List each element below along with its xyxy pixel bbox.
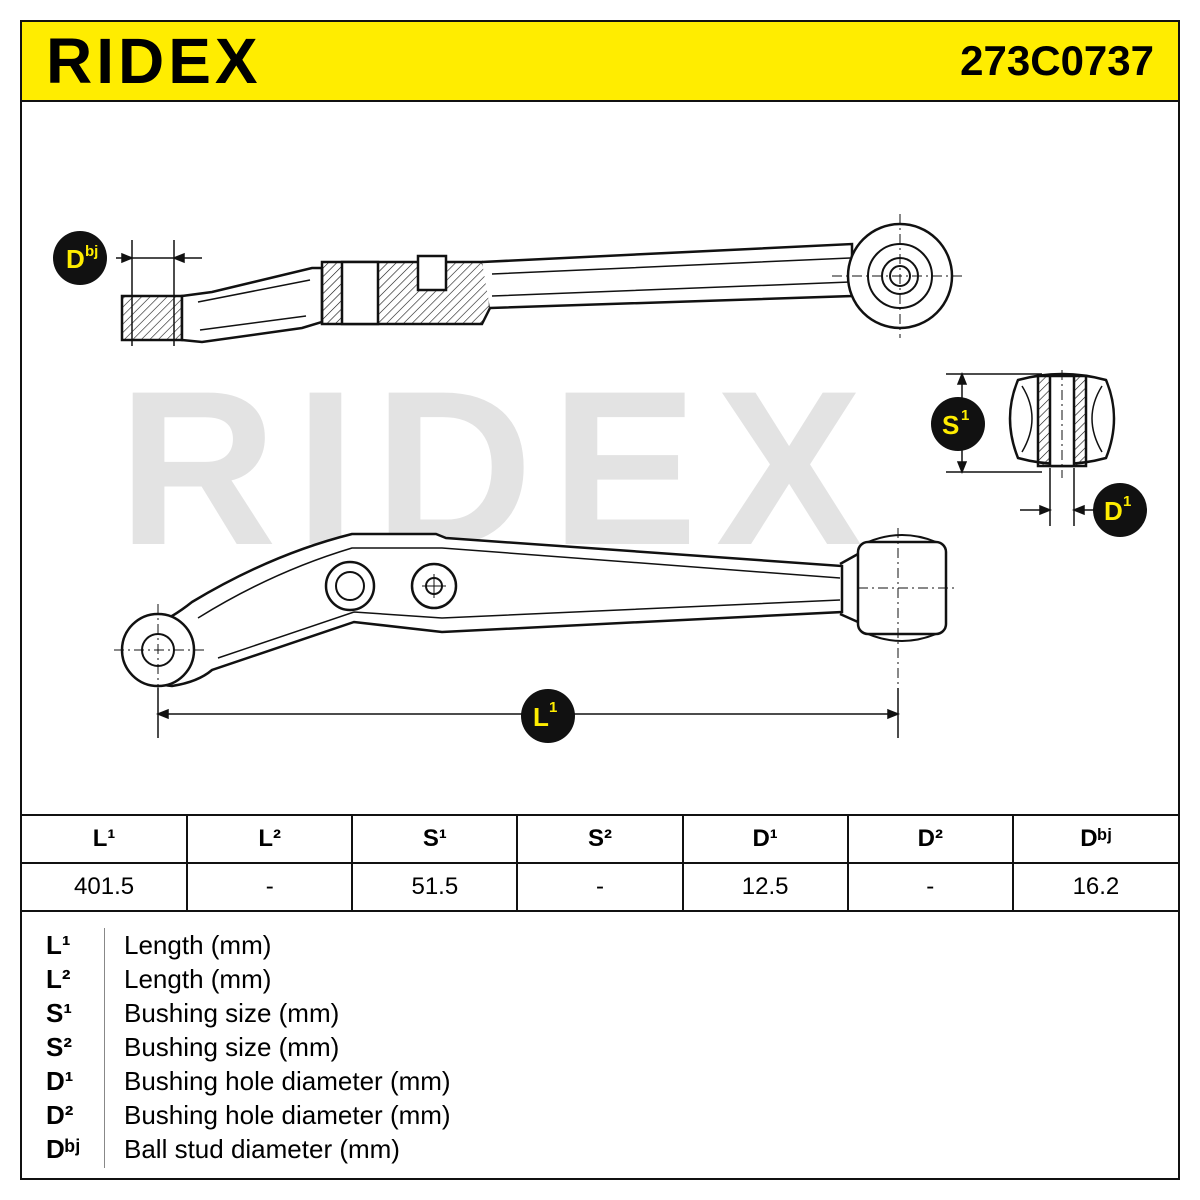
- table-header-row: L¹ L² S¹ S² D¹ D² Dᵇʲ: [22, 814, 1178, 864]
- table-cell: -: [846, 862, 1014, 912]
- table-cell: -: [516, 862, 684, 912]
- legend-item: S² Bushing size (mm): [22, 1030, 1178, 1064]
- legend-symbol: Dᵇʲ: [46, 1134, 80, 1164]
- arm-side-view: [120, 214, 962, 344]
- arm-long-section: [481, 242, 854, 310]
- legend-item: L¹ Length (mm): [22, 928, 1178, 962]
- table-cell: 16.2: [1011, 862, 1178, 912]
- svg-text:S: S: [942, 410, 959, 440]
- legend-item: L² Length (mm): [22, 962, 1178, 996]
- legend-description: Length (mm): [124, 930, 272, 960]
- svg-text:1: 1: [1123, 493, 1131, 510]
- dbj-label-badge: D bj: [53, 231, 107, 285]
- svg-text:D: D: [66, 244, 85, 274]
- technical-drawing: RIDEX: [22, 102, 1178, 814]
- arm-neck: [180, 266, 324, 344]
- legend-description: Bushing size (mm): [124, 1032, 340, 1062]
- legend-symbol: D¹: [46, 1066, 74, 1096]
- legend-item: S¹ Bushing size (mm): [22, 996, 1178, 1030]
- brand-logo: RIDEX: [46, 25, 262, 97]
- svg-text:1: 1: [961, 407, 969, 424]
- legend-symbol: D²: [46, 1100, 74, 1130]
- svg-text:L: L: [533, 702, 549, 732]
- bushing-detail: [1008, 370, 1116, 478]
- svg-text:1: 1: [549, 699, 557, 716]
- dbj-dimension: [116, 240, 202, 346]
- legend-description: Ball stud diameter (mm): [124, 1134, 400, 1164]
- table-header-cell: S¹: [351, 814, 519, 864]
- table-header-cell: D¹: [681, 814, 849, 864]
- table-header-cell: S²: [516, 814, 684, 864]
- table-cell: -: [186, 862, 354, 912]
- legend: L¹ Length (mm) L² Length (mm) S¹ Bushing…: [22, 914, 1178, 1178]
- legend-symbol: L²: [46, 964, 71, 994]
- datasheet: RIDEX 273C0737 RIDEX: [20, 20, 1180, 1180]
- dimension-table: L¹ L² S¹ S² D¹ D² Dᵇʲ 401.5 - 51.5 - 12.…: [22, 814, 1178, 912]
- table-cell: 51.5: [351, 862, 519, 912]
- legend-symbol: S²: [46, 1032, 72, 1062]
- legend-description: Bushing hole diameter (mm): [124, 1100, 451, 1130]
- ball-joint-section: [120, 294, 184, 342]
- legend-divider: [104, 928, 105, 1168]
- d1-dimension: [1020, 468, 1094, 526]
- table-header-cell: D²: [846, 814, 1014, 864]
- legend-symbol: S¹: [46, 998, 72, 1028]
- table-header-cell: L¹: [22, 814, 189, 864]
- legend-description: Length (mm): [124, 964, 272, 994]
- table-cell: 401.5: [22, 862, 189, 912]
- arm-body: [124, 532, 844, 688]
- control-arm-drawing: D bj S 1: [53, 214, 1147, 743]
- arm-top-view: [114, 528, 958, 736]
- legend-item: D¹ Bushing hole diameter (mm): [22, 1064, 1178, 1098]
- s1-label-badge: S 1: [931, 397, 985, 451]
- header-bar: RIDEX 273C0737: [22, 22, 1178, 102]
- part-number: 273C0737: [960, 37, 1154, 84]
- table-row: 401.5 - 51.5 - 12.5 - 16.2: [22, 862, 1178, 912]
- legend-symbol: L¹: [46, 930, 71, 960]
- l1-label-badge: L 1: [521, 689, 575, 743]
- svg-text:bj: bj: [85, 243, 98, 260]
- d1-label-badge: D 1: [1093, 483, 1147, 537]
- legend-item: Dᵇʲ Ball stud diameter (mm): [22, 1132, 1178, 1166]
- svg-text:D: D: [1104, 496, 1123, 526]
- table-header-cell: Dᵇʲ: [1011, 814, 1178, 864]
- legend-item: D² Bushing hole diameter (mm): [22, 1098, 1178, 1132]
- table-header-cell: L²: [186, 814, 354, 864]
- legend-description: Bushing size (mm): [124, 998, 340, 1028]
- legend-description: Bushing hole diameter (mm): [124, 1066, 451, 1096]
- table-cell: 12.5: [681, 862, 849, 912]
